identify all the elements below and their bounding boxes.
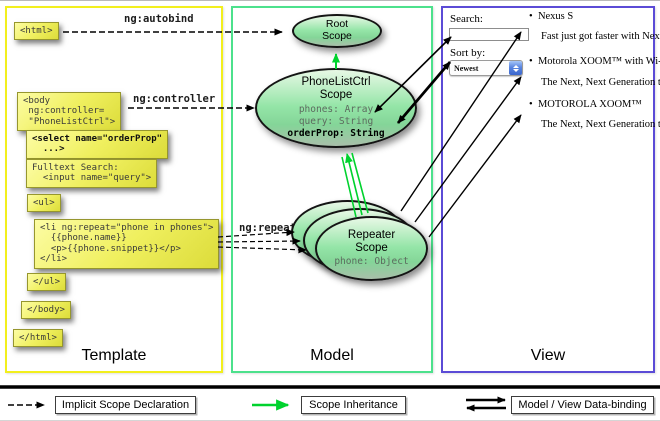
- code-box-fulltext-search: Fulltext Search: <input name="query">: [26, 159, 158, 188]
- search-label: Search:: [450, 13, 483, 25]
- code-box-html-close: </html>: [13, 329, 63, 348]
- legend-implicit-scope-declaration: Implicit Scope Declaration: [55, 396, 196, 414]
- repeater-scope-props: phone: Object: [334, 256, 408, 268]
- view-column-title: View: [530, 347, 566, 364]
- phone-list-item-desc: The Next, Next Generation tablet.: [541, 119, 660, 130]
- root-scope-ellipse: Root Scope: [292, 14, 382, 48]
- stepper-up-arrow-icon: [512, 64, 519, 68]
- model-column: Model: [231, 6, 433, 373]
- phonelistctrl-scope-ellipse: PhoneListCtrl Scope phones: Array query:…: [255, 68, 417, 148]
- prop-query: query: String: [298, 115, 374, 127]
- phone-list-item-desc: The Next, Next Generation tablet.: [541, 77, 660, 88]
- select-stepper-icon: [509, 61, 522, 75]
- prop-phones: phones: Array: [298, 104, 374, 116]
- phonelistctrl-scope-props: phones: Array query: String orderProp: S…: [287, 104, 384, 140]
- sort-by-label: Sort by:: [450, 47, 486, 59]
- phone-list-item-title: MOTOROLA XOOM™: [529, 99, 642, 110]
- model-column-title: Model: [310, 347, 354, 364]
- ng-controller-label: ng:controller: [133, 93, 216, 105]
- code-box-li-repeat: <li ng:repeat="phone in phones"> {{phone…: [34, 219, 220, 269]
- prop-phone: phone: Object: [334, 256, 409, 268]
- legend-scope-inheritance: Scope Inheritance: [301, 396, 406, 414]
- code-box-select: <select name="orderProp" ...>: [26, 130, 169, 159]
- sort-by-select[interactable]: Newest: [449, 60, 523, 76]
- repeater-scope-title-line2: Scope: [355, 241, 388, 254]
- code-box-body-open: <body ng:controller= "PhoneListCtrl">: [17, 92, 122, 132]
- search-input[interactable]: [449, 28, 529, 41]
- ng-autobind-label: ng:autobind: [124, 13, 194, 25]
- sort-by-selected-value: Newest: [454, 63, 479, 73]
- phone-list-item-title: Motorola XOOM™ with Wi-Fi: [529, 56, 660, 67]
- template-column-title: Template: [81, 347, 147, 364]
- prop-orderprop: orderProp: String: [287, 127, 385, 139]
- code-box-html-open: <html>: [14, 22, 59, 41]
- root-scope-title-line2: Scope: [322, 30, 352, 42]
- phonelistctrl-scope-title-line1: PhoneListCtrl: [301, 76, 371, 89]
- repeater-scope-ellipse-front: Repeater Scope phone: Object: [315, 216, 428, 281]
- phonelistctrl-scope-title-line2: Scope: [319, 89, 353, 102]
- phone-list-item-title: Nexus S: [529, 11, 573, 22]
- code-box-body-close: </body>: [21, 301, 71, 320]
- code-box-ul-close: </ul>: [27, 273, 67, 292]
- code-box-ul-open: <ul>: [27, 194, 61, 213]
- repeater-scope-title-line1: Repeater: [347, 228, 396, 241]
- legend-model-view-data-binding: Model / View Data-binding: [511, 396, 654, 414]
- root-scope-title-line1: Root: [325, 18, 349, 31]
- ng-repeat-label: ng:repeat: [239, 222, 296, 234]
- stepper-down-arrow-icon: [512, 68, 519, 72]
- phone-list-item-desc: Fast just got faster with Nexus S.: [541, 31, 660, 42]
